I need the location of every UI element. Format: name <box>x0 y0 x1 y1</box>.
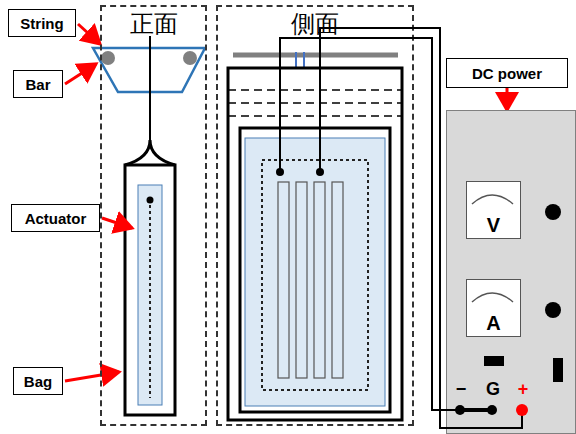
terminal <box>455 405 465 415</box>
leader-arrow <box>102 218 132 228</box>
bar-end <box>101 51 115 65</box>
water-line <box>228 89 402 91</box>
view-frame: 正面 <box>100 5 207 426</box>
label-text: Actuator <box>25 210 87 227</box>
label-text: V <box>487 214 500 236</box>
actuator <box>245 138 385 406</box>
meter-scale <box>472 195 513 204</box>
view-heading: 側面 <box>291 9 339 39</box>
contact-dot <box>147 197 154 204</box>
actuator <box>138 185 162 405</box>
wire <box>280 38 460 410</box>
ground-strap <box>460 408 492 412</box>
part-label: DC power <box>446 58 568 88</box>
wire <box>320 28 522 428</box>
electrode-finger <box>314 182 325 378</box>
voltmeter: V <box>466 181 521 239</box>
bag <box>125 165 175 415</box>
knob <box>545 204 561 220</box>
contact-dot <box>316 168 324 176</box>
pointer-arrow <box>506 88 509 110</box>
power-supply: −G + V A <box>446 110 576 434</box>
label-text: Bag <box>24 373 52 390</box>
label-text: String <box>20 15 63 32</box>
view-frame: 側面 <box>216 5 414 426</box>
bar-end <box>183 51 197 65</box>
electrode-finger <box>278 182 289 378</box>
part-label: Bag <box>13 367 63 395</box>
electrode <box>149 205 151 398</box>
meter-scale <box>472 293 513 302</box>
leader-arrow <box>65 64 96 84</box>
electrode-finger <box>332 182 343 378</box>
terminal <box>516 404 528 416</box>
label-text: Bar <box>25 76 50 93</box>
inner-bag <box>240 128 390 412</box>
terminal-label: + <box>514 379 532 399</box>
terminal <box>487 405 497 415</box>
electrode-finger <box>296 182 307 378</box>
bar <box>233 53 398 58</box>
electrode-outline <box>262 160 368 390</box>
switch <box>553 358 563 382</box>
part-label: Actuator <box>11 204 100 232</box>
label-text: DC power <box>472 65 542 82</box>
knob <box>545 302 561 318</box>
part-label: String <box>8 9 76 37</box>
terminal-label: − <box>452 379 470 399</box>
terminal-label: G <box>484 379 502 399</box>
bag <box>228 68 402 420</box>
water-line <box>228 115 402 117</box>
contact-dot <box>276 168 284 176</box>
leader-arrow <box>78 24 100 44</box>
string <box>149 36 151 140</box>
view-heading: 正面 <box>130 9 178 39</box>
water-line <box>228 102 402 104</box>
ammeter: A <box>466 279 521 337</box>
part-label: Bar <box>13 70 63 98</box>
switch <box>484 356 504 366</box>
leader-arrow <box>65 372 119 381</box>
bag-neck <box>125 140 175 165</box>
label-text: A <box>486 312 500 334</box>
